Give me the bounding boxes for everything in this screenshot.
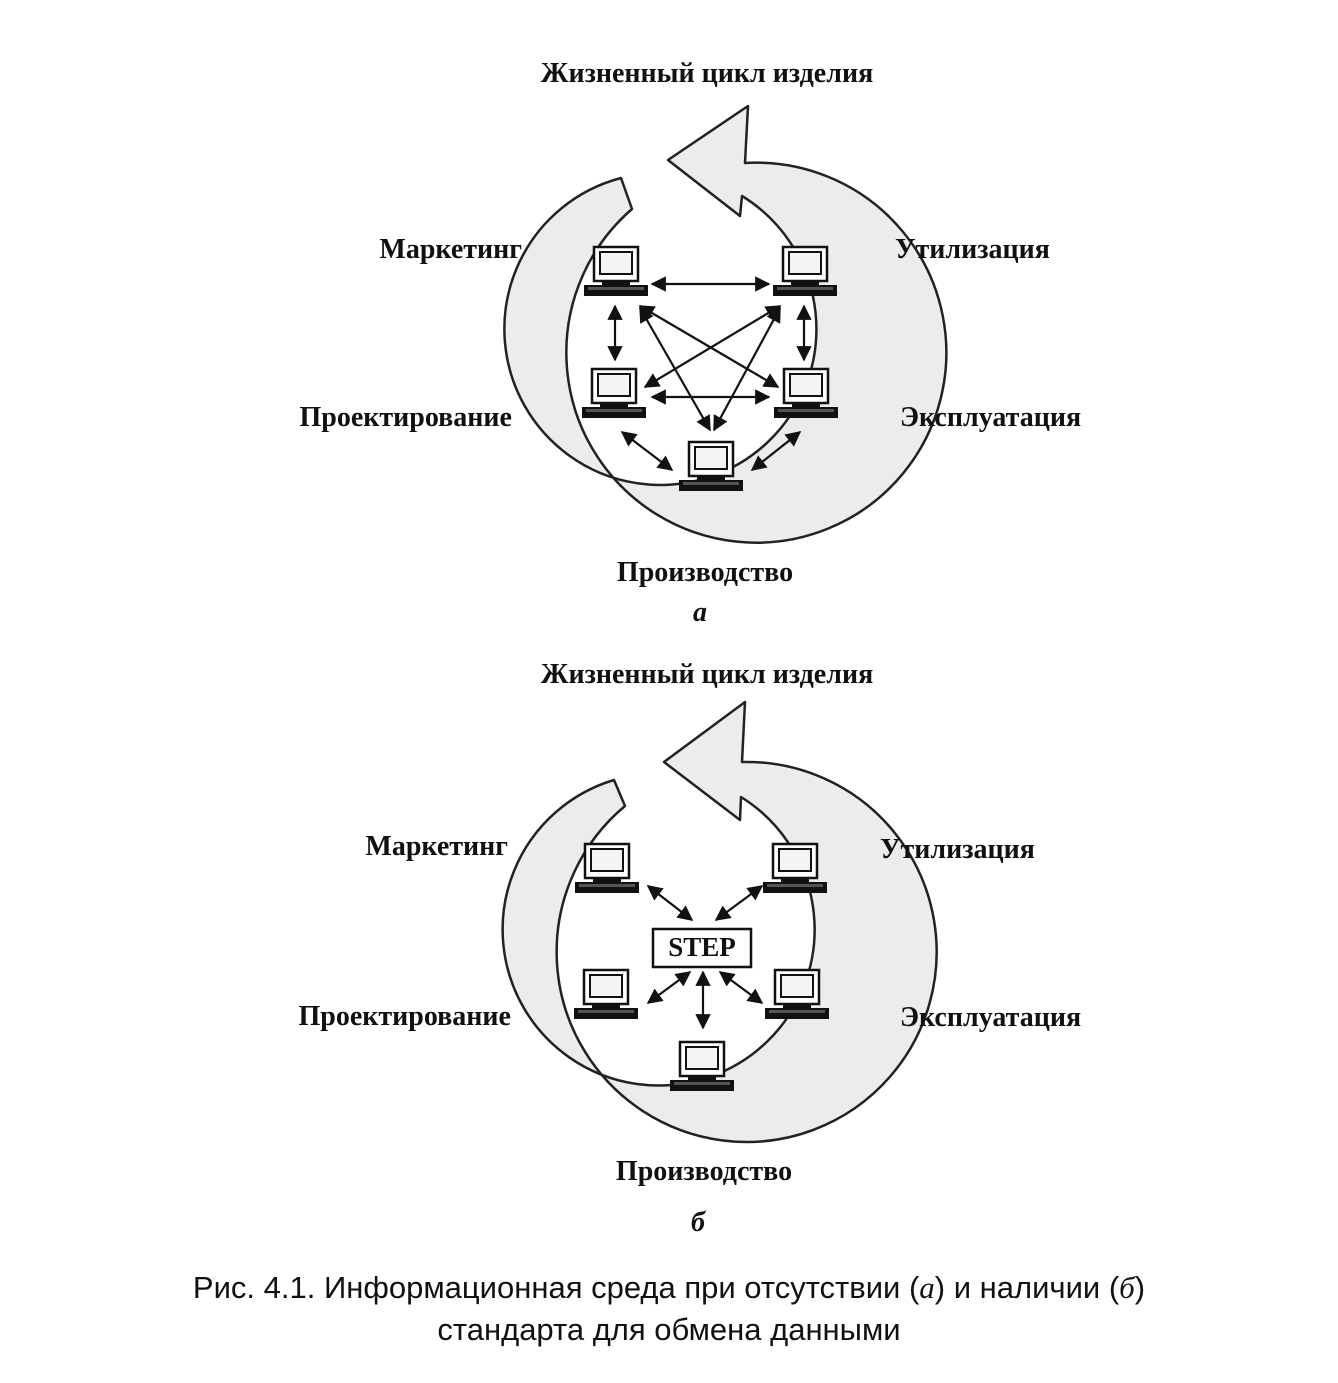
panel-b-letter: б — [691, 1207, 705, 1238]
step-hub-label: STEP — [668, 932, 736, 962]
link-step-disposal — [714, 885, 764, 921]
link-operation-production — [750, 431, 802, 471]
panel-b-stage-operation: Эксплуатация — [900, 1002, 1082, 1033]
figure-caption: Рис. 4.1. Информационная среда при отсут… — [0, 1267, 1338, 1351]
caption-suffix: ) — [1134, 1270, 1146, 1305]
panel-b-title: Жизненный цикл изделия — [540, 659, 874, 690]
link-step-marketing — [646, 885, 694, 921]
step-hub-box — [651, 927, 753, 969]
panel-a-stage-marketing: Маркетинг — [379, 234, 522, 265]
caption-line-1: Рис. 4.1. Информационная среда при отсут… — [0, 1267, 1338, 1309]
computer-icon-marketing — [573, 842, 641, 895]
panel-a-stage-operation: Эксплуатация — [900, 402, 1082, 433]
computer-icon-production — [668, 1040, 736, 1093]
panel-a-letter: а — [693, 597, 707, 628]
panel-a-stage-production: Производство — [616, 557, 794, 588]
panel-b-stage-design: Проектирование — [298, 1001, 512, 1032]
link-step-design — [646, 971, 692, 1004]
link-marketing-production — [639, 306, 711, 432]
caption-line-2: стандарта для обмена данными — [437, 1312, 901, 1347]
computer-icon-disposal — [771, 245, 839, 298]
caption-ref-b: б — [1119, 1270, 1135, 1305]
computer-icon-production — [677, 440, 745, 493]
caption-prefix: Рис. 4.1. Информационная среда при отсут… — [192, 1270, 920, 1305]
computer-icon-design — [572, 968, 640, 1021]
link-step-operation — [718, 971, 764, 1004]
panel-a-title: Жизненный цикл изделия — [540, 58, 874, 89]
panel-b-stage-disposal: Утилизация — [880, 834, 1035, 865]
caption-middle: ) и наличии ( — [934, 1270, 1120, 1305]
computer-icon-operation — [763, 968, 831, 1021]
caption-ref-a: а — [919, 1270, 935, 1305]
panel-a-stage-disposal: Утилизация — [895, 234, 1050, 265]
panel-a-diagram — [503, 104, 948, 544]
computer-icon-operation — [772, 367, 840, 420]
panel-b-diagram — [501, 700, 938, 1144]
panel-a-stage-design: Проектирование — [299, 402, 513, 433]
lifecycle-cycle-arrow — [503, 104, 948, 544]
computer-icon-design — [580, 367, 648, 420]
panel-b-stage-marketing: Маркетинг — [365, 831, 508, 862]
link-design-production — [620, 431, 674, 471]
link-marketing-operation — [638, 305, 780, 388]
computer-icon-marketing — [582, 245, 650, 298]
computer-icon-disposal — [761, 842, 829, 895]
link-disposal-production — [713, 306, 781, 432]
lifecycle-cycle-arrow — [501, 700, 938, 1144]
panel-b-stage-production: Производство — [615, 1156, 793, 1187]
